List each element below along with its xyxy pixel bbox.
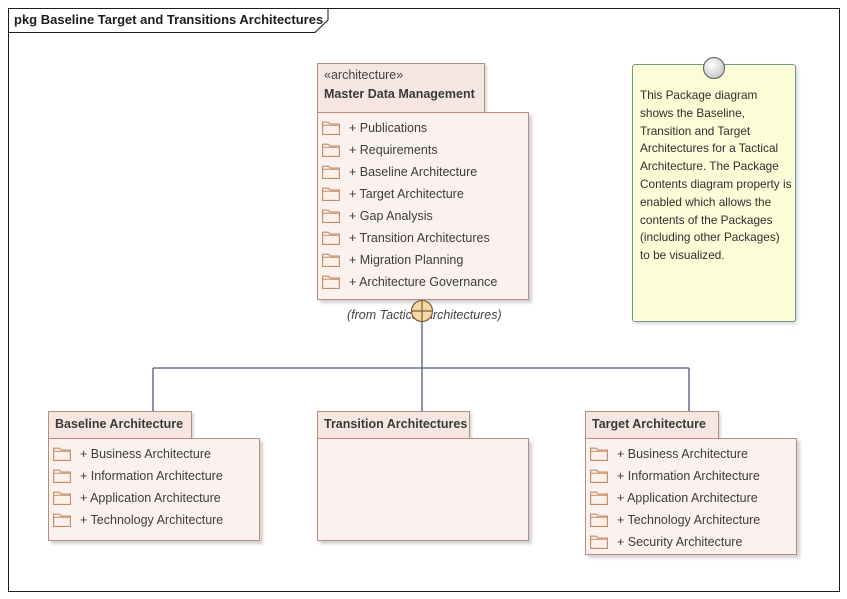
- package-content-item[interactable]: + Migration Planning: [322, 249, 497, 271]
- package-content-label: + Publications: [349, 121, 428, 135]
- package-content-label: + Requirements: [349, 143, 438, 157]
- package-tab[interactable]: «architecture» Master Data Management: [317, 63, 485, 113]
- package-contents-list: + Publications + Requirements + Baseline A…: [322, 117, 497, 293]
- package-stereotype: «architecture»: [324, 68, 404, 82]
- package-tab[interactable]: Baseline Architecture: [48, 411, 192, 439]
- package-content-label: + Technology Architecture: [617, 513, 761, 527]
- package-content-label: + Transition Architectures: [349, 231, 490, 245]
- package-content-item[interactable]: + Technology Architecture: [53, 509, 223, 531]
- package-content-item[interactable]: + Security Architecture: [590, 531, 760, 553]
- folder-icon: [322, 275, 340, 289]
- folder-icon: [322, 187, 340, 201]
- package-name: Target Architecture: [592, 417, 706, 431]
- package-content-item[interactable]: + Application Architecture: [590, 487, 760, 509]
- folder-icon: [590, 535, 608, 549]
- package-content-label: + Information Architecture: [80, 469, 223, 483]
- package-content-label: + Business Architecture: [80, 447, 211, 461]
- folder-icon: [322, 231, 340, 245]
- frame-name-tab: [8, 8, 329, 33]
- package-content-item[interactable]: + Target Architecture: [322, 183, 497, 205]
- folder-icon: [322, 165, 340, 179]
- package-body[interactable]: + Business Architecture + Information Arc…: [585, 438, 797, 555]
- package-baseline-architecture[interactable]: Baseline Architecture + Business Archite…: [48, 411, 264, 545]
- folder-icon: [322, 253, 340, 267]
- package-body[interactable]: + Business Architecture + Information Arc…: [48, 438, 260, 541]
- note-text: This Package diagram shows the Baseline,…: [640, 88, 792, 263]
- folder-icon: [590, 469, 608, 483]
- package-content-label: + Architecture Governance: [349, 275, 498, 289]
- package-content-label: + Application Architecture: [617, 491, 758, 505]
- package-body[interactable]: [317, 438, 529, 541]
- folder-icon: [322, 121, 340, 135]
- folder-icon: [53, 447, 71, 461]
- package-target-architecture[interactable]: Target Architecture + Business Architect…: [585, 411, 801, 559]
- package-content-label: + Baseline Architecture: [349, 165, 478, 179]
- folder-icon: [53, 513, 71, 527]
- package-contents-list: + Business Architecture + Information Arc…: [53, 443, 223, 531]
- package-master-data-management[interactable]: «architecture» Master Data Management + …: [317, 63, 532, 303]
- package-name: Baseline Architecture: [55, 417, 184, 431]
- diagram-note[interactable]: This Package diagram shows the Baseline,…: [632, 64, 796, 322]
- folder-icon: [53, 469, 71, 483]
- package-content-item[interactable]: + Technology Architecture: [590, 509, 760, 531]
- diagram-frame-title: pkg Baseline Target and Transitions Arch…: [14, 12, 324, 27]
- package-content-label: + Application Architecture: [80, 491, 221, 505]
- folder-icon: [590, 447, 608, 461]
- package-content-item[interactable]: + Business Architecture: [590, 443, 760, 465]
- package-content-item[interactable]: + Business Architecture: [53, 443, 223, 465]
- package-name: Master Data Management: [324, 87, 475, 101]
- package-content-label: + Information Architecture: [617, 469, 760, 483]
- package-content-label: + Business Architecture: [617, 447, 748, 461]
- package-content-item[interactable]: + Application Architecture: [53, 487, 223, 509]
- folder-icon: [590, 491, 608, 505]
- package-content-label: + Target Architecture: [349, 187, 464, 201]
- package-content-item[interactable]: + Requirements: [322, 139, 497, 161]
- package-content-label: + Gap Analysis: [349, 209, 433, 223]
- circle-icon: [702, 56, 726, 80]
- folder-icon: [590, 513, 608, 527]
- package-tab[interactable]: Target Architecture: [585, 411, 719, 439]
- package-body[interactable]: + Publications + Requirements + Baseline A…: [317, 112, 529, 300]
- folder-icon: [322, 209, 340, 223]
- package-content-item[interactable]: + Transition Architectures: [322, 227, 497, 249]
- package-contents-list: + Business Architecture + Information Arc…: [590, 443, 760, 553]
- package-content-label: + Migration Planning: [349, 253, 464, 267]
- package-transition-architectures[interactable]: Transition Architectures: [317, 411, 533, 545]
- package-name: Transition Architectures: [324, 417, 468, 431]
- package-content-label: + Security Architecture: [617, 535, 743, 549]
- package-content-label: + Technology Architecture: [80, 513, 224, 527]
- package-content-item[interactable]: + Gap Analysis: [322, 205, 497, 227]
- package-content-item[interactable]: + Information Architecture: [590, 465, 760, 487]
- package-tab[interactable]: Transition Architectures: [317, 411, 470, 439]
- package-content-item[interactable]: + Publications: [322, 117, 497, 139]
- containment-connectors[interactable]: [152, 322, 690, 411]
- folder-icon: [322, 143, 340, 157]
- package-content-item[interactable]: + Architecture Governance: [322, 271, 497, 293]
- package-content-item[interactable]: + Baseline Architecture: [322, 161, 497, 183]
- package-content-item[interactable]: + Information Architecture: [53, 465, 223, 487]
- circle-plus-icon[interactable]: [410, 299, 434, 323]
- folder-icon: [53, 491, 71, 505]
